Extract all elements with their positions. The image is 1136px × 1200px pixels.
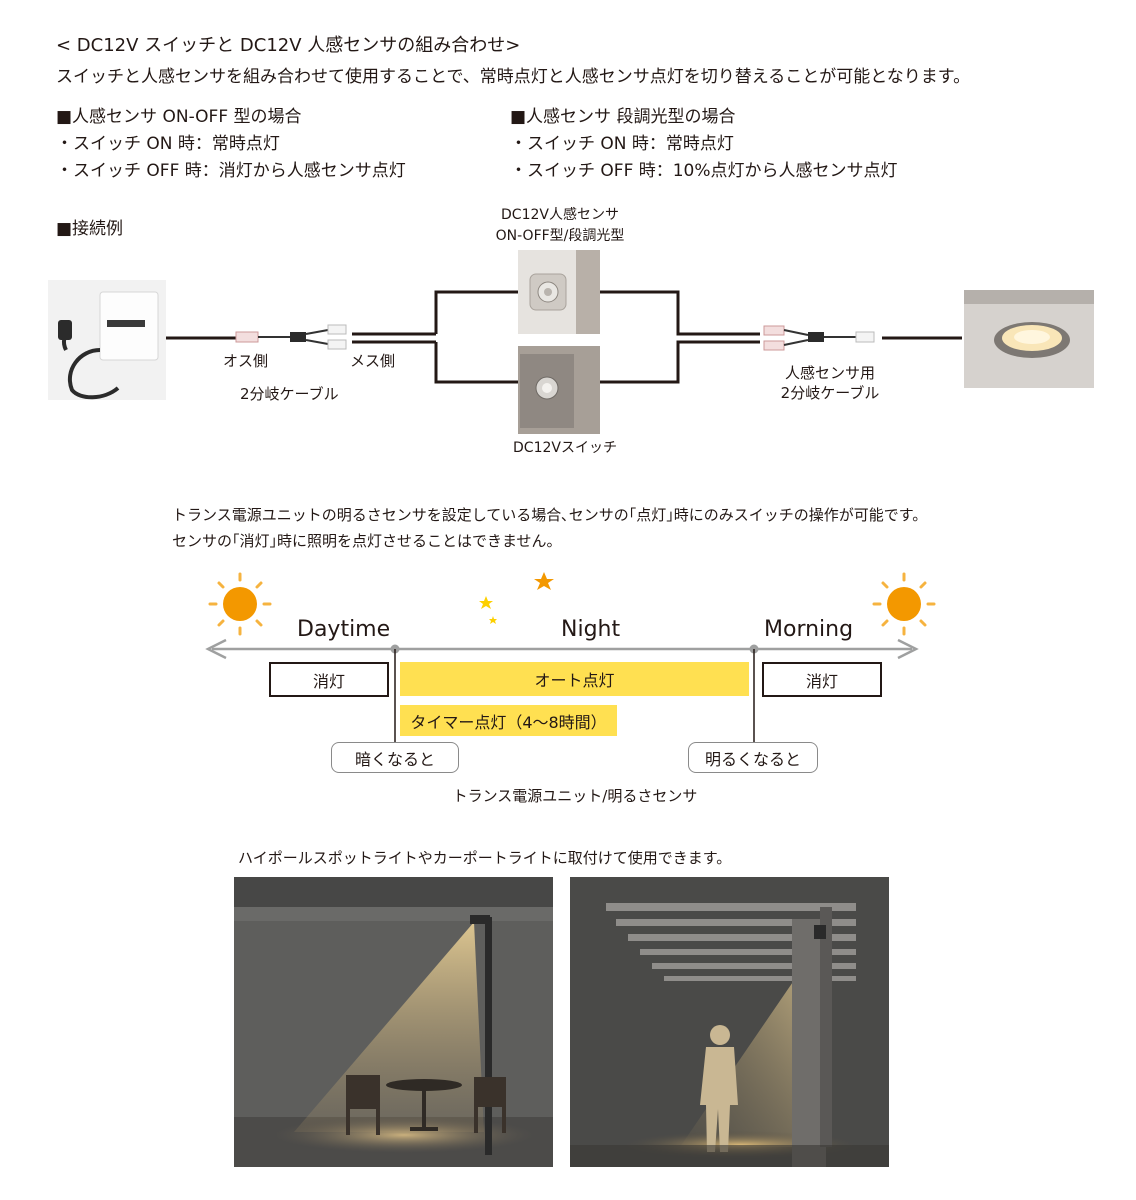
high-pole-spotlight-photo <box>234 877 553 1167</box>
sensor-cable-label-line-2: 2分岐ケーブル <box>780 384 880 402</box>
mode-onoff-heading: ■人感センサ ON-OFF 型の場合 <box>56 107 302 127</box>
timeline-night: Night <box>561 617 621 642</box>
sun-icon <box>872 572 936 636</box>
star-icon <box>489 616 497 624</box>
transformer-unit-photo <box>48 280 166 400</box>
mode-dimming-line-2: ・スイッチ OFF 時：10%点灯から人感センサ点灯 <box>510 161 898 181</box>
off-state-right: 消灯 <box>762 662 882 697</box>
auto-on-bar: オート点灯 <box>400 662 749 696</box>
star-icon <box>479 596 493 609</box>
timer-on-bar: タイマー点灯（4〜8時間） <box>400 705 617 736</box>
sensor-label-line-2: ON-OFF型/段調光型 <box>495 228 625 244</box>
off-state-left: 消灯 <box>269 662 389 697</box>
branch-cable <box>235 324 347 350</box>
mode-onoff-line-1: ・スイッチ ON 時：常時点灯 <box>56 134 280 154</box>
usage-caption: ハイポールスポットライトやカーポートライトに取付けて使用できます。 <box>238 849 732 867</box>
switch-label: DC12Vスイッチ <box>513 440 617 456</box>
male-side-label: オス側 <box>223 352 269 370</box>
intro-text: スイッチと人感センサを組み合わせて使用することで、常時点灯と人感センサ点灯を切り… <box>56 67 971 87</box>
note-line-1: トランス電源ユニットの明るさセンサを設定している場合､センサの｢点灯｣時にのみス… <box>172 506 928 524</box>
connection-heading: ■接続例 <box>56 219 124 239</box>
sensor-branch-cable <box>763 325 875 351</box>
sensor-cable-label-line-1: 人感センサ用 <box>784 364 875 382</box>
switch-photo <box>518 346 600 434</box>
when-bright-badge: 明るくなると <box>688 742 818 773</box>
branch-cable-label: 2分岐ケーブル <box>240 385 339 403</box>
sensor-label-line-1: DC12V人感センサ <box>501 207 619 223</box>
timeline-graphic <box>205 568 936 660</box>
female-side-label: メス側 <box>350 352 396 370</box>
sensor-caption: トランス電源ユニット/明るさセンサ <box>452 787 698 805</box>
mode-dimming-heading: ■人感センサ 段調光型の場合 <box>510 107 736 127</box>
sun-icon <box>208 572 272 636</box>
mode-onoff-line-2: ・スイッチ OFF 時：消灯から人感センサ点灯 <box>56 161 406 181</box>
downlight-photo <box>964 290 1094 388</box>
mode-dimming-line-1: ・スイッチ ON 時：常時点灯 <box>510 134 734 154</box>
timeline-morning: Morning <box>764 617 854 642</box>
moon-icon <box>508 568 560 636</box>
star-icon <box>534 572 554 590</box>
carport-light-photo <box>570 877 889 1167</box>
timeline-axis <box>205 638 919 660</box>
timeline-connectors <box>394 649 755 743</box>
note-line-2: センサの｢消灯｣時に照明を点灯させることはできません。 <box>172 532 562 550</box>
connection-diagram <box>48 250 1094 434</box>
motion-sensor-photo <box>518 250 600 334</box>
page-title: < DC12V スイッチと DC12V 人感センサの組み合わせ> <box>56 35 521 56</box>
when-dark-badge: 暗くなると <box>331 742 459 773</box>
timeline-daytime: Daytime <box>297 617 391 642</box>
